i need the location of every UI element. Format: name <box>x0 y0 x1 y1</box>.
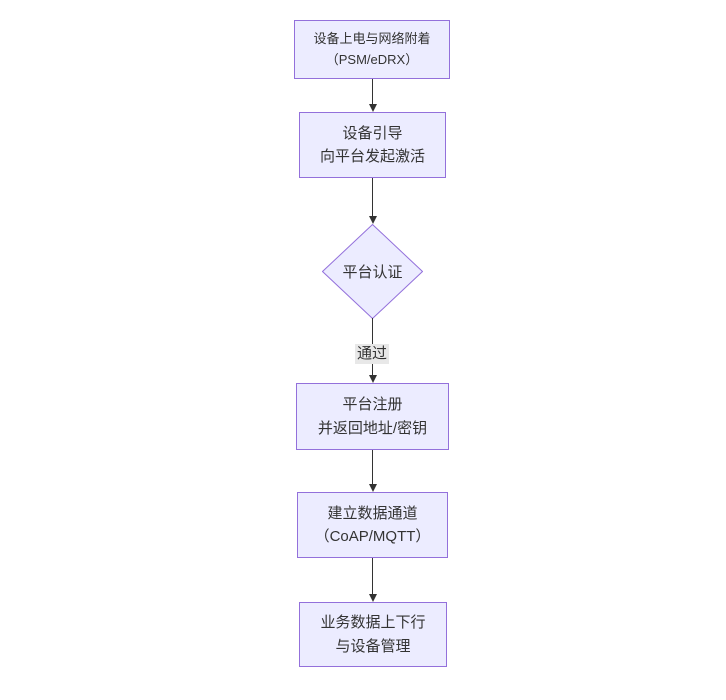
node-register-line2: 并返回地址/密钥 <box>317 419 428 437</box>
node-bootstrap: 设备引导 向平台发起激活 <box>299 112 446 178</box>
decision-platform-auth-label: 平台认证 <box>342 264 403 281</box>
node-business-data-line2: 与设备管理 <box>335 637 411 655</box>
arrowhead-icon <box>368 594 377 602</box>
node-business-data: 业务数据上下行 与设备管理 <box>299 602 447 667</box>
arrow-shaft <box>372 450 373 484</box>
arrow-shaft <box>372 178 373 216</box>
arrow-shaft <box>372 558 373 594</box>
node-data-channel-line2: （CoAP/MQTT） <box>314 528 431 545</box>
arrowhead-icon <box>368 484 377 492</box>
node-bootstrap-line1: 设备引导 <box>342 124 403 142</box>
node-power-attach: 设备上电与网络附着 （PSM/eDRX） <box>294 20 450 79</box>
node-bootstrap-line2: 向平台发起激活 <box>319 148 425 165</box>
arrow-channel-to-business <box>368 558 377 602</box>
node-register-line1: 平台注册 <box>342 396 403 414</box>
arrow-power-to-bootstrap <box>368 79 377 112</box>
arrow-bootstrap-to-auth <box>368 178 377 224</box>
arrow-register-to-channel <box>368 450 377 492</box>
node-power-attach-line1: 设备上电与网络附着 <box>313 31 431 47</box>
arrowhead-icon <box>368 216 377 224</box>
arrow-shaft <box>372 79 373 104</box>
decision-platform-auth: 平台认证 <box>322 224 423 319</box>
node-business-data-line1: 业务数据上下行 <box>320 614 426 632</box>
arrowhead-icon <box>368 104 377 112</box>
arrowhead-icon <box>368 375 377 383</box>
node-register: 平台注册 并返回地址/密钥 <box>296 383 449 450</box>
edge-label-pass: 通过 <box>354 344 390 364</box>
node-data-channel-line1: 建立数据通道 <box>327 504 418 522</box>
node-data-channel: 建立数据通道 （CoAP/MQTT） <box>297 492 448 558</box>
node-power-attach-line2: （PSM/eDRX） <box>325 51 419 67</box>
